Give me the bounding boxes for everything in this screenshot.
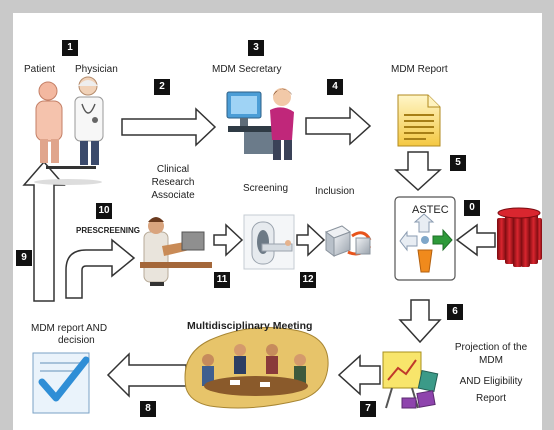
inclusion-label: Inclusion [315, 186, 355, 197]
step-badge-1: 1 [62, 40, 78, 56]
arrow-0 [455, 223, 496, 257]
arrow-2 [121, 107, 217, 147]
astec-network-icon [394, 196, 456, 281]
step-badge-8: 8 [140, 401, 156, 417]
screening-label: Screening [243, 183, 289, 194]
step-badge-10: 10 [96, 203, 112, 219]
arrow-9 [22, 160, 66, 302]
document-icon [397, 94, 441, 147]
cra-label-line1: Clinical [156, 164, 190, 175]
step-badge-12: 12 [300, 272, 316, 288]
decision-label-line1: MDM report AND [31, 323, 108, 334]
step-badge-9: 9 [16, 250, 32, 266]
arrow-6 [398, 299, 442, 344]
patient-label: Patient [24, 64, 56, 75]
cra-label-line3: Associate [151, 190, 195, 201]
astec-label: ASTEC [412, 204, 449, 216]
mdm-report-label: MDM Report [391, 64, 448, 75]
projection-label-line2: MDM [479, 355, 503, 366]
step-badge-7: 7 [360, 401, 376, 417]
meeting-table-icon [184, 327, 329, 409]
arrow-11 [213, 223, 244, 257]
step-badge-0: 0 [464, 200, 480, 216]
patient-physician-icon [34, 76, 104, 185]
arrow-4 [305, 106, 372, 146]
step-badge-3: 3 [248, 40, 264, 56]
step-badge-2: 2 [154, 79, 170, 95]
step-badge-5: 5 [450, 155, 466, 171]
cubes-exchange-icon [324, 225, 372, 257]
prescreening-label: PRESCREENING [76, 226, 141, 235]
database-cylinders-icon [497, 207, 542, 267]
projection-label-line1: Projection of the [454, 342, 528, 353]
presentation-board-icon [382, 351, 439, 409]
step-badge-11: 11 [214, 272, 230, 288]
step-badge-4: 4 [327, 79, 343, 95]
step-badge-6: 6 [447, 304, 463, 320]
arrow-5 [394, 151, 442, 192]
cra-label-line2: Research [151, 177, 195, 188]
arrow-10 [65, 238, 136, 299]
checked-document-icon [32, 352, 90, 414]
research-associate-icon [140, 217, 212, 286]
arrow-7 [337, 354, 381, 396]
mri-scanner-icon [243, 214, 295, 270]
arrow-12 [296, 223, 326, 257]
mdm-meeting-label: Multidisciplinary Meeting [187, 320, 313, 332]
secretary-computer-icon [226, 88, 294, 160]
decision-label-line2: decision [58, 335, 95, 346]
arrow-8 [106, 352, 187, 398]
physician-label: Physician [75, 64, 118, 75]
projection-label-line4: Report [475, 393, 506, 404]
mdm-secretary-label: MDM Secretary [212, 64, 282, 75]
projection-label-line3: AND Eligibility [459, 376, 523, 387]
